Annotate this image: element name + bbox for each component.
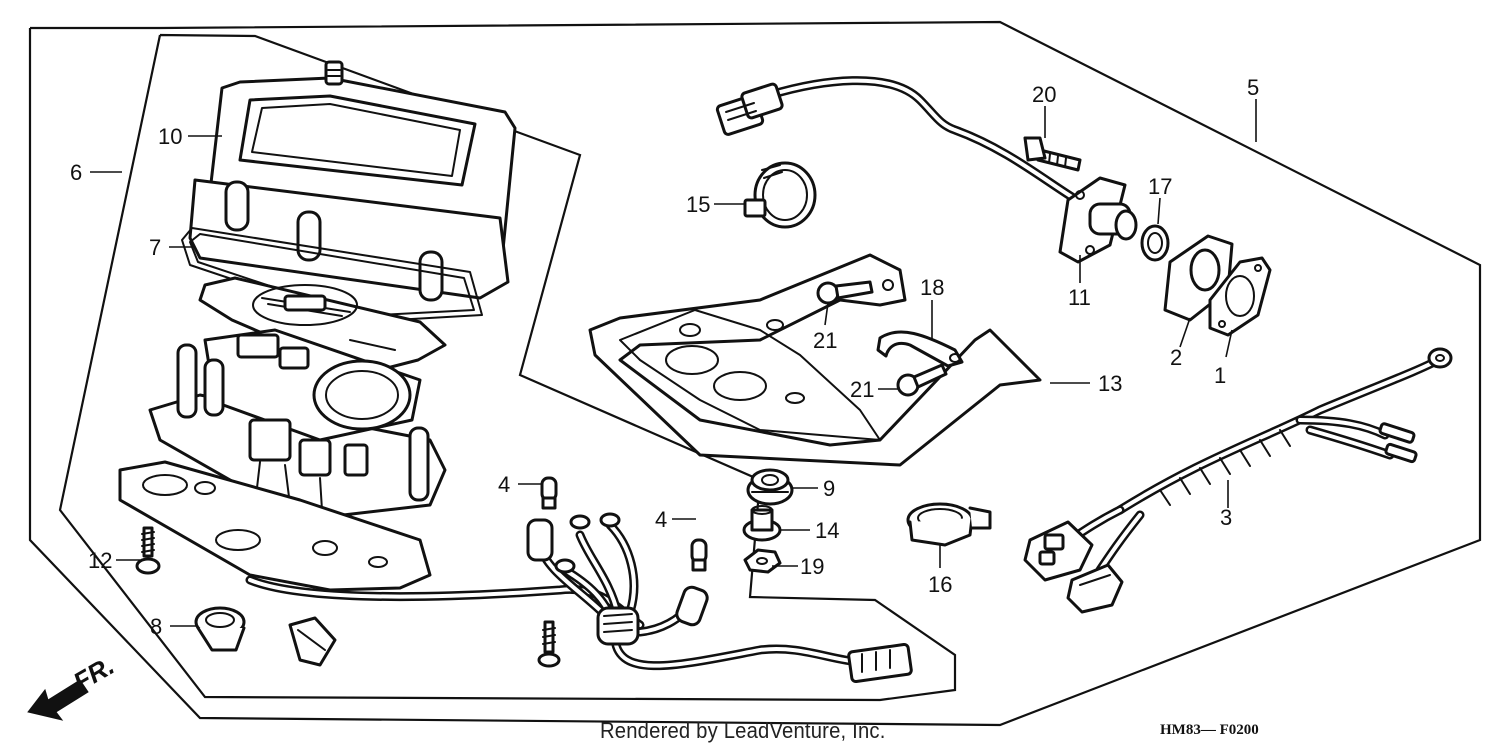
gasket-1 (1208, 256, 1272, 337)
callout-14: 14 (815, 518, 839, 543)
callout-7: 7 (149, 235, 161, 260)
callout-1: 1 (1214, 363, 1226, 388)
callout-19: 19 (800, 554, 824, 579)
callout-18: 18 (920, 275, 944, 300)
callout-9: 9 (823, 476, 835, 501)
speed-sensor-11 (1058, 176, 1138, 264)
assembly-boundary-outer (28, 20, 1482, 727)
callout-16: 16 (928, 572, 952, 597)
sensor-harness (715, 76, 1090, 210)
callout-5: 5 (1247, 75, 1259, 100)
callout-21b: 21 (850, 377, 874, 402)
callout-6: 6 (70, 160, 82, 185)
nut-19 (743, 548, 782, 574)
callout-10: 10 (158, 124, 182, 149)
assembly-boundary-inner (58, 33, 957, 702)
bolt-21b (896, 363, 948, 397)
callout-15: 15 (686, 192, 710, 217)
callout-labels: 1 2 3 4 4 5 6 7 8 9 10 11 12 13 14 15 16… (70, 75, 1259, 639)
grommet-9 (746, 468, 794, 506)
callout-8: 8 (150, 614, 162, 639)
callout-21a: 21 (813, 328, 837, 353)
bolt-20 (1023, 136, 1082, 172)
wire-harness-3 (1023, 347, 1453, 614)
diagram-code: HM83— F0200 (1160, 722, 1259, 738)
callout-12: 12 (88, 548, 112, 573)
meter-lower-plate (118, 460, 432, 592)
callout-13: 13 (1098, 371, 1122, 396)
harness-screw (537, 620, 561, 668)
bulb-4a (540, 476, 558, 510)
meter-stay-13 (588, 253, 1042, 467)
meter-case (188, 60, 517, 302)
clamp-16 (906, 502, 992, 547)
callout-11: 11 (1068, 285, 1091, 310)
clip-18 (876, 330, 964, 368)
collar-14 (742, 505, 782, 542)
grommet-8 (194, 606, 246, 652)
dial-plate (198, 276, 447, 377)
front-direction-arrow: FR. (27, 650, 119, 721)
callout-3: 3 (1220, 505, 1232, 530)
meter-movement (148, 328, 447, 522)
o-ring-17 (1140, 224, 1170, 262)
meter-harness (245, 512, 913, 684)
leader-lines (90, 99, 1257, 627)
callout-4a: 4 (498, 472, 510, 497)
band-15 (743, 161, 817, 229)
callout-4b: 4 (655, 507, 667, 532)
render-credit: Rendered by LeadVenture, Inc. (600, 718, 886, 743)
bulb-4b (690, 538, 708, 572)
callout-2: 2 (1170, 345, 1182, 370)
screw-12 (135, 526, 161, 575)
callout-17: 17 (1148, 174, 1172, 199)
callout-20: 20 (1032, 82, 1056, 107)
